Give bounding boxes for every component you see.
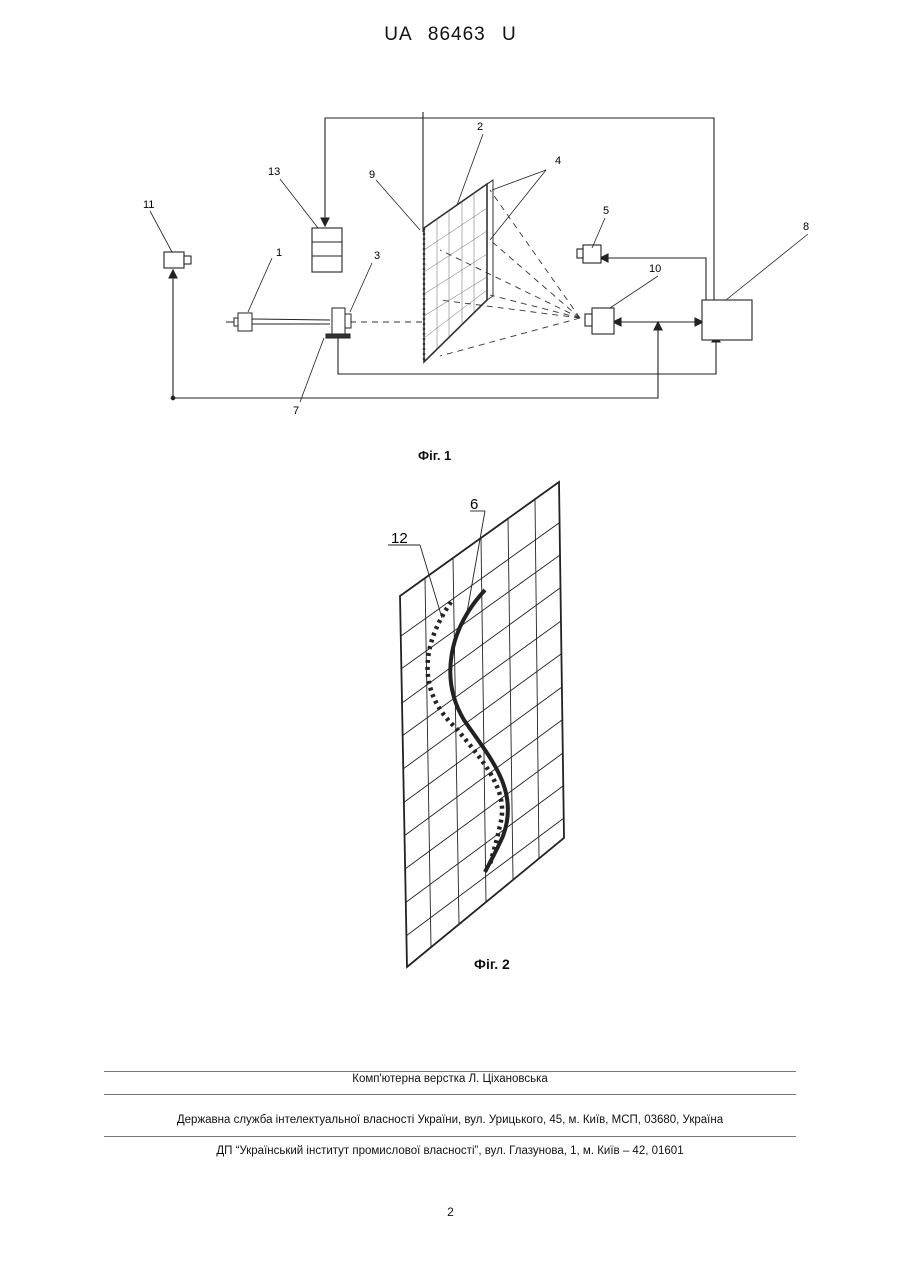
page-number: 2 — [0, 1205, 901, 1219]
laser-1 — [226, 313, 330, 331]
label-11: 11 — [143, 199, 154, 211]
arrow-into-13 — [321, 218, 329, 226]
figure-2-caption: Фіг. 2 — [474, 956, 510, 972]
footer-rule-1 — [104, 1071, 796, 1072]
label-4: 4 — [555, 155, 561, 167]
figure-1-caption: Фіг. 1 — [418, 448, 451, 463]
wire-7-to-8 — [338, 335, 716, 374]
block-13 — [312, 228, 342, 272]
agency-address: Державна служба інтелектуальної власност… — [104, 1114, 796, 1126]
sight-lines — [350, 190, 580, 356]
camera-11 — [164, 252, 191, 268]
control-unit-8 — [702, 300, 752, 340]
label-6: 6 — [470, 496, 478, 513]
grid-lines — [401, 499, 564, 947]
label-leaders — [150, 134, 808, 402]
footer-rule-3 — [104, 1136, 796, 1137]
label-1: 1 — [276, 247, 282, 259]
camera-5 — [577, 245, 601, 263]
label-3: 3 — [374, 250, 380, 262]
grid-sheet — [400, 482, 564, 967]
label-5: 5 — [603, 205, 609, 217]
label-7: 7 — [293, 405, 299, 417]
label-10: 10 — [649, 263, 661, 275]
scanner-3 — [326, 308, 351, 338]
footer-rule-2 — [104, 1094, 796, 1095]
label-12: 12 — [391, 530, 408, 547]
wire-bottom-bus — [173, 272, 658, 398]
camera-10 — [585, 308, 614, 334]
label-9: 9 — [369, 169, 375, 181]
figure-1-diagram: 11 1 3 13 9 2 4 5 10 8 7 — [0, 0, 901, 440]
publisher-address: ДП “Український інститут промислової вла… — [104, 1145, 796, 1157]
label-13: 13 — [268, 166, 280, 178]
screen-panel — [424, 180, 493, 362]
label-8: 8 — [803, 221, 809, 233]
label-2: 2 — [477, 121, 483, 133]
layout-credit: Комп'ютерна верстка Л. Ціхановська — [104, 1073, 796, 1085]
figure-2-diagram: 12 6 — [0, 470, 901, 970]
